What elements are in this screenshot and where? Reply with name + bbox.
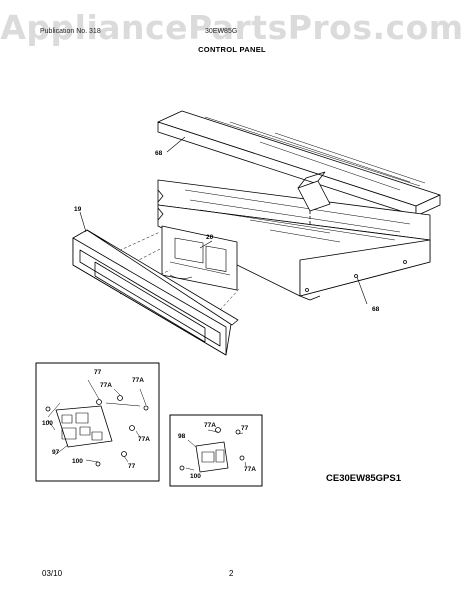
callout-100-left-b: 100 (72, 458, 83, 465)
header-model-fragment: 30EW85G (205, 28, 238, 35)
callout-77A-right-a: 77A (204, 422, 216, 429)
control-panel-frame (157, 179, 431, 301)
callout-77-left-a: 77 (94, 369, 102, 376)
callout-77A-left-a: 77A (100, 382, 112, 389)
footer-date: 03/10 (42, 569, 63, 578)
watermark: AppliancePartsPros.com (0, 8, 464, 47)
callout-77-right: 77 (241, 425, 249, 432)
inset-box-left (35, 362, 160, 482)
inset-box-right (169, 414, 263, 487)
model-number: CE30EW85GPS1 (326, 473, 401, 484)
page-number: 2 (229, 569, 234, 578)
callout-77-left-b: 77 (128, 463, 136, 470)
callout-100-left-a: 100 (42, 420, 53, 427)
page-title: CONTROL PANEL (198, 45, 266, 54)
callout-77A-right-b: 77A (244, 466, 256, 473)
top-bracket-panel (157, 110, 441, 217)
callout-98: 98 (178, 433, 186, 440)
callout-68-right: 68 (372, 306, 380, 313)
callout-77A-left-c: 77A (138, 436, 150, 443)
callout-100-right: 100 (190, 473, 201, 480)
callout-19: 19 (74, 206, 82, 213)
callout-20: 20 (206, 234, 214, 241)
callout-68-top: 68 (155, 150, 163, 157)
callout-97: 97 (52, 449, 60, 456)
header-publication-fragment: Publication No. 318 (40, 28, 101, 35)
control-board-bracket (161, 225, 238, 291)
vent-duct (297, 171, 331, 226)
leader-lines (79, 136, 368, 305)
callout-77A-left-b: 77A (132, 377, 144, 384)
control-panel-housing (72, 229, 239, 356)
